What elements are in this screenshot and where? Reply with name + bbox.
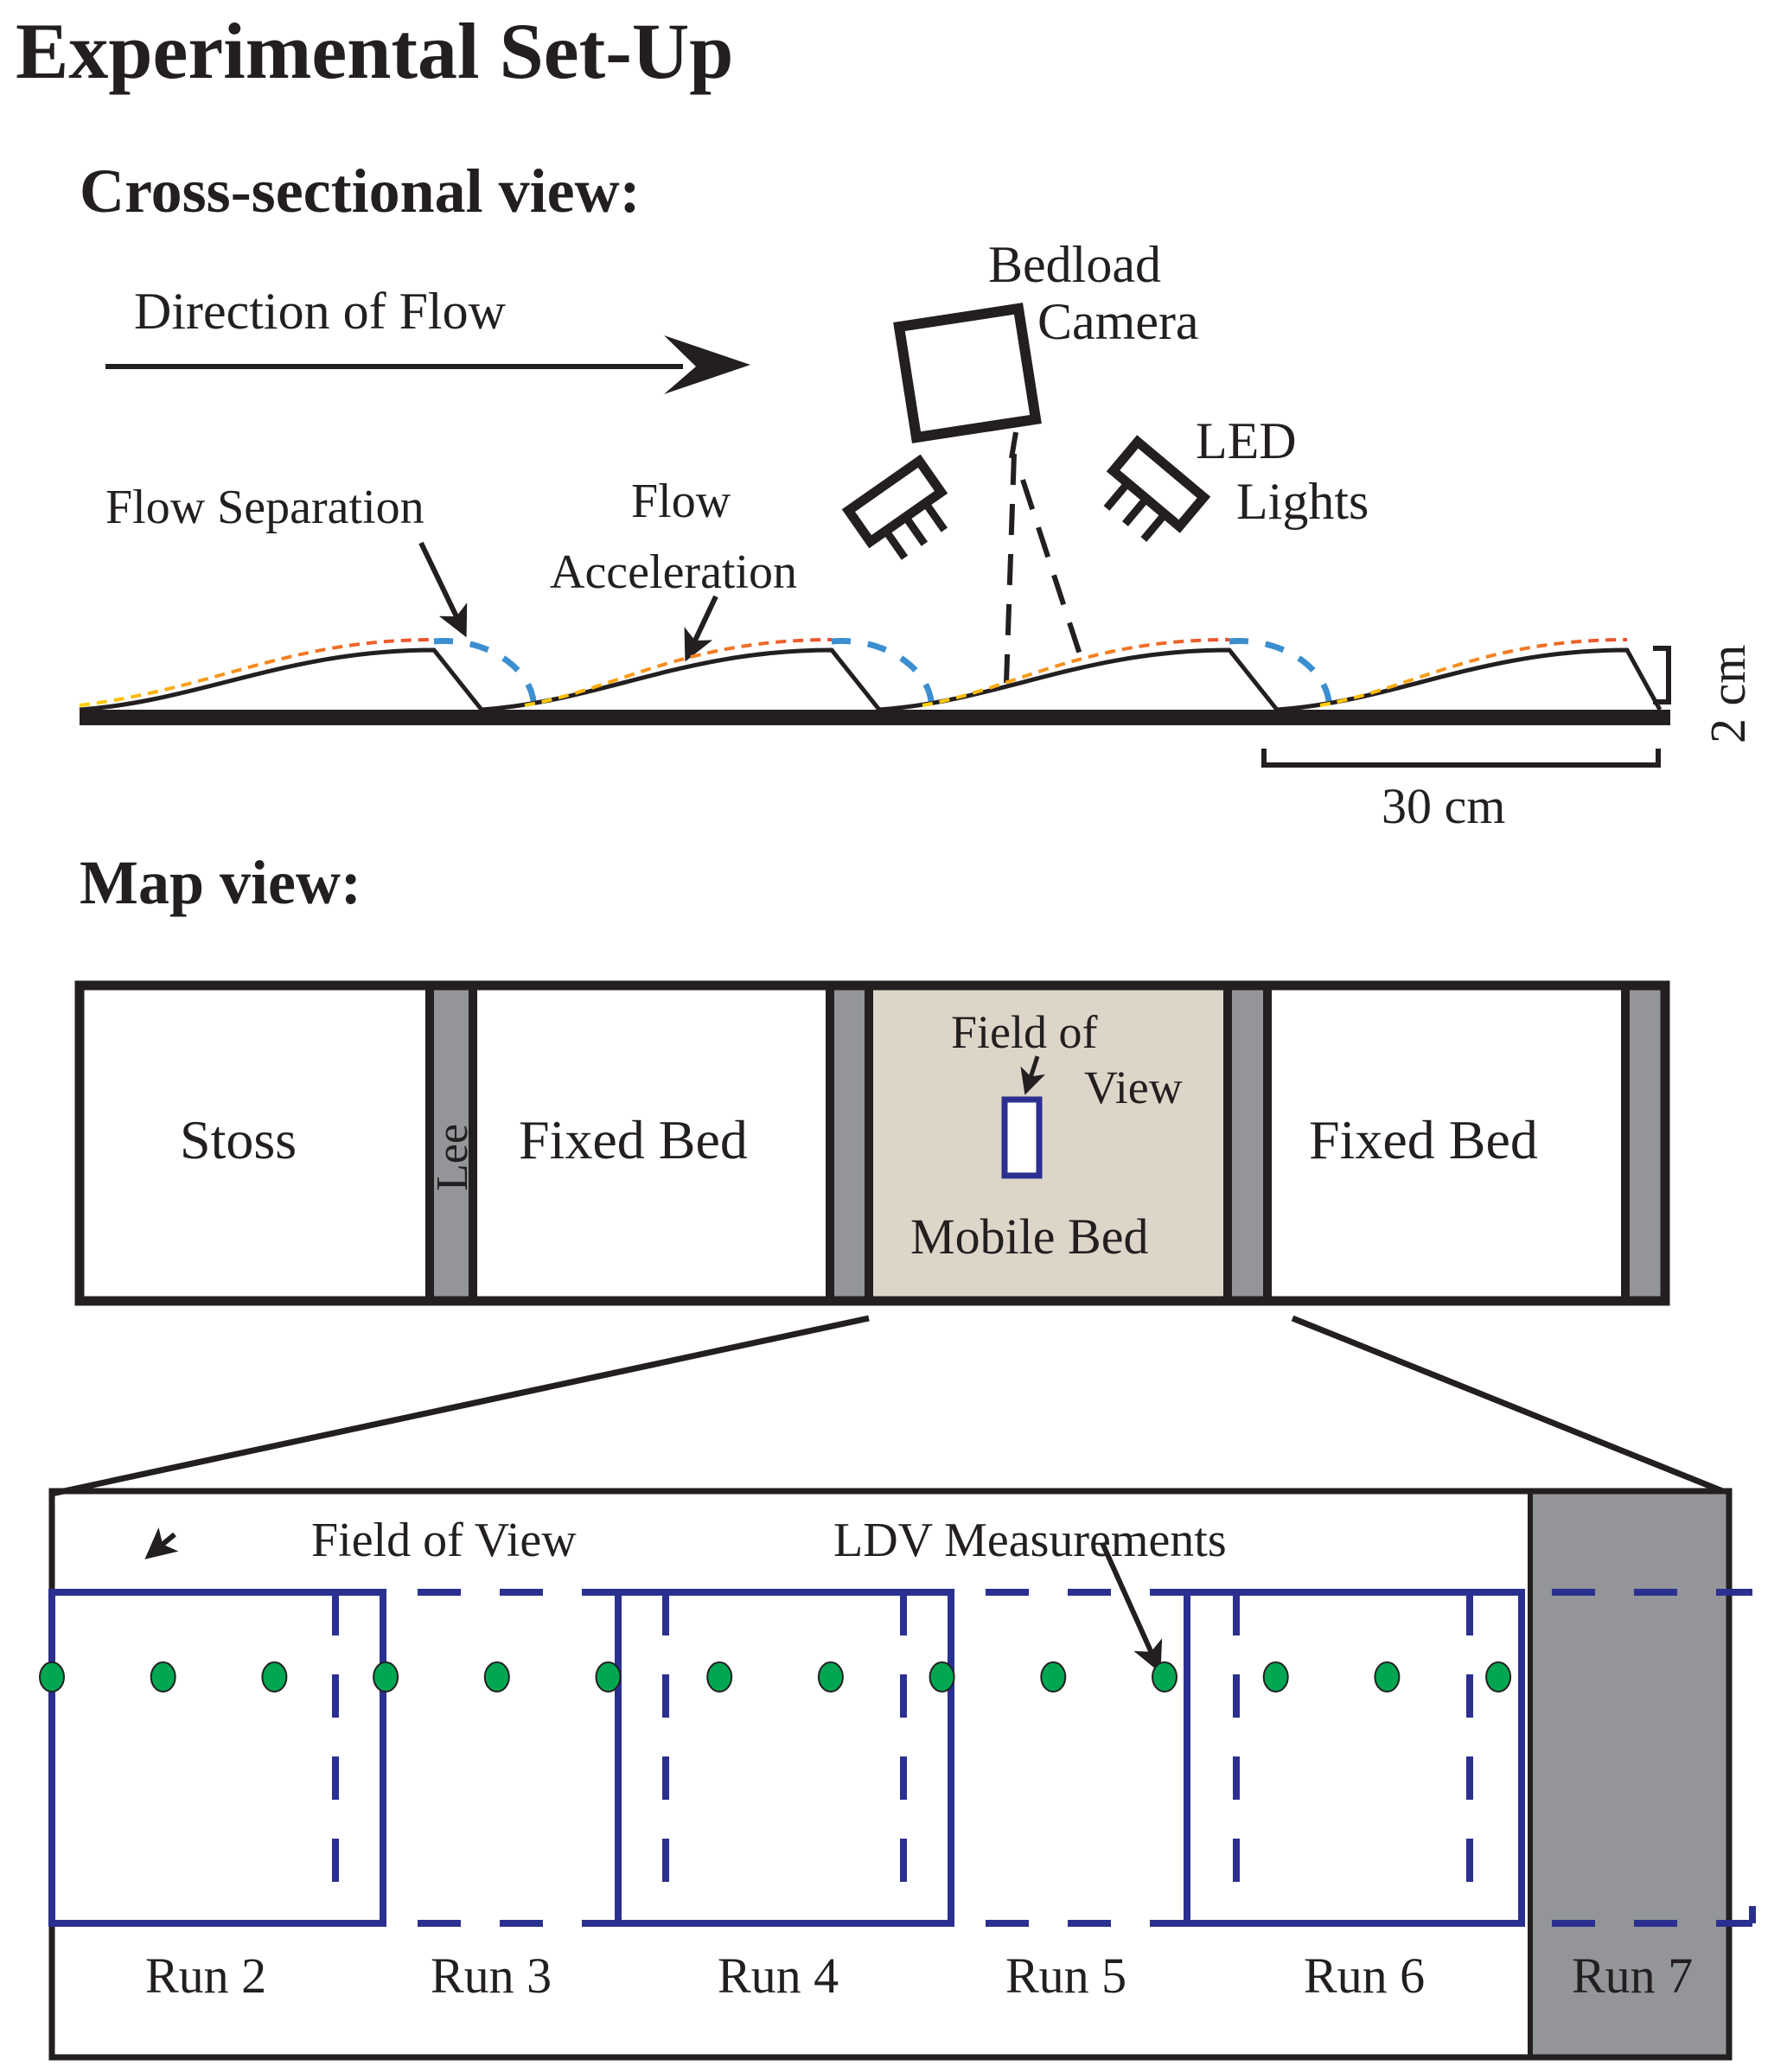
ldv-point: [1262, 1661, 1289, 1693]
zoom-lines: [51, 1315, 1731, 1497]
dune-4: [1276, 647, 1663, 712]
ldv-point: [817, 1661, 844, 1693]
run-label-5: Run 5: [1005, 1948, 1126, 2004]
lee-strip-1: [430, 988, 473, 1301]
flow-separation-arrow: [418, 541, 468, 638]
run-label-7: Run 7: [1572, 1948, 1693, 2004]
led-light-right-icon: [1103, 435, 1211, 542]
flow-separation-line-1: [433, 638, 537, 702]
flow-separation-line-3: [1229, 638, 1332, 702]
ldv-points: [39, 1661, 1512, 1693]
lights-label: Lights: [1236, 473, 1369, 530]
flow-label: Flow: [631, 475, 731, 528]
map-fov-box: [1001, 1096, 1043, 1179]
camera-icon: [893, 303, 1042, 459]
ldv-point: [483, 1661, 510, 1693]
lee-strip-3: [1228, 988, 1267, 1301]
ldv-point: [39, 1661, 65, 1693]
flow-separation-label: Flow Separation: [105, 481, 424, 534]
detail-fov-arrow: [144, 1527, 179, 1559]
ldv-arrow: [1100, 1541, 1163, 1674]
ldv-point: [150, 1661, 176, 1693]
ldv-point: [1152, 1661, 1178, 1693]
fov-boxes: [48, 1589, 1756, 1927]
run-label-2: Run 2: [145, 1948, 266, 2004]
fixed-bed-label-2: Fixed Bed: [1309, 1109, 1538, 1170]
ldv-point: [1485, 1661, 1512, 1693]
dune-profile: [79, 638, 1663, 712]
led-light-left-icon: [841, 454, 948, 560]
ldv-point: [929, 1661, 955, 1693]
run-label-4: Run 4: [718, 1948, 839, 2004]
flow-acceleration-line-4: [1319, 638, 1628, 707]
ldv-point: [373, 1661, 399, 1693]
dune-1: [79, 647, 483, 712]
flow-separation-line-2: [831, 638, 935, 702]
map-fov-arrow: [1020, 1055, 1045, 1095]
fixed-bed-label-1: Fixed Bed: [519, 1109, 748, 1170]
map-fov-label-line2: View: [1084, 1062, 1183, 1113]
fov-box-solid-2: [615, 1589, 954, 1927]
run-label-6: Run 6: [1304, 1948, 1425, 2004]
flume-floor: [80, 710, 1670, 725]
length-scale-bar: [1261, 749, 1661, 768]
flow-acceleration-line-2: [524, 638, 833, 707]
main-title: Experimental Set-Up: [16, 7, 733, 95]
fov-box-solid-3: [1184, 1589, 1525, 1927]
run-7-lee-area: [1530, 1491, 1729, 2057]
bedload-label: Bedload: [988, 236, 1161, 293]
lee-label: Lee: [428, 1124, 477, 1191]
map-fov-label-line1: Field of: [951, 1006, 1098, 1058]
ldv-point: [706, 1661, 733, 1693]
length-scale-label: 30 cm: [1382, 778, 1505, 834]
flow-acceleration-arrow: [684, 595, 718, 662]
ldv-point: [261, 1661, 288, 1693]
cross-section-heading: Cross-sectional view:: [80, 156, 641, 226]
stoss-label: Stoss: [180, 1109, 297, 1170]
flow-acceleration-line-3: [922, 638, 1230, 707]
flow-direction-arrow: [105, 335, 750, 394]
height-scale-label: 2 cm: [1700, 645, 1756, 743]
mobile-bed-label: Mobile Bed: [910, 1208, 1148, 1265]
flow-acceleration-line-1: [79, 638, 435, 707]
acceleration-label: Acceleration: [550, 545, 797, 599]
lee-strip-2: [830, 988, 866, 1301]
camera-label: Camera: [1037, 293, 1199, 350]
fov-box-solid-1: [48, 1589, 386, 1927]
ldv-point: [1040, 1661, 1067, 1693]
ldv-point: [595, 1661, 622, 1693]
detail-panel: [48, 1488, 1733, 2061]
detail-fov-label: Field of View: [311, 1514, 577, 1567]
ldv-measurements-label: LDV Measurements: [833, 1514, 1227, 1567]
run-label-3: Run 3: [431, 1948, 552, 2004]
map-view-heading: Map view:: [80, 848, 361, 917]
led-label: LED: [1196, 412, 1297, 469]
camera-view-lines: [1004, 453, 1083, 684]
direction-of-flow-label: Direction of Flow: [134, 283, 507, 340]
ldv-point: [1374, 1661, 1401, 1693]
run-labels: Run 2 Run 3 Run 4 Run 5 Run 6 Run 7: [145, 1948, 1693, 2004]
lee-strip-4: [1625, 988, 1665, 1301]
height-scale-bar: [1653, 646, 1671, 704]
